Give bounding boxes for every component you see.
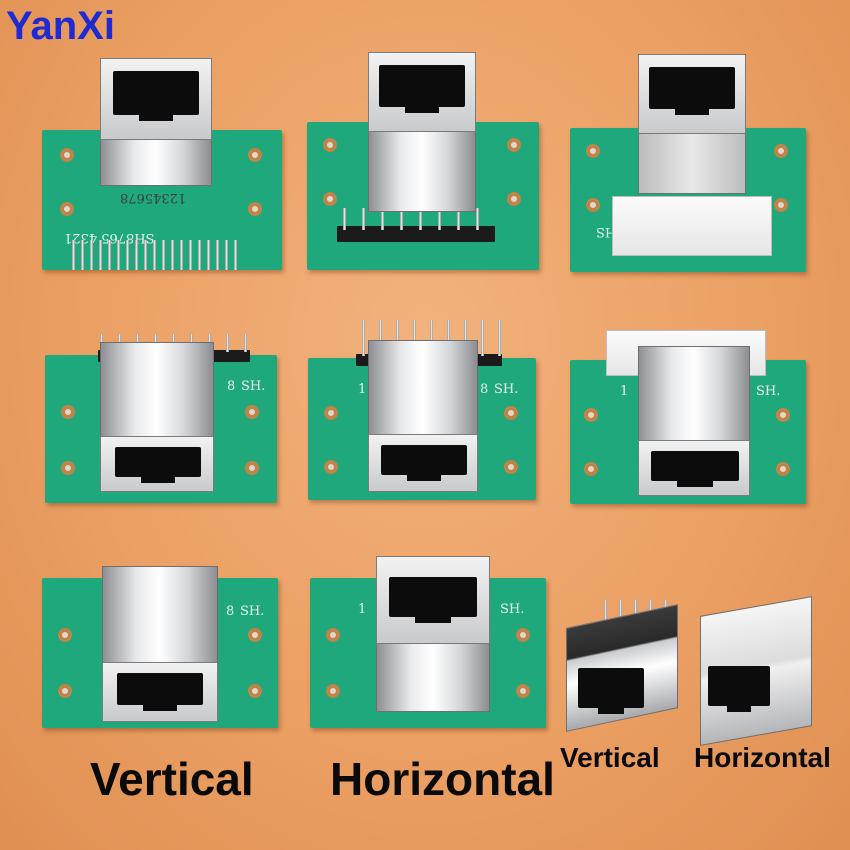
label-horizontal-small: Horizontal bbox=[694, 742, 831, 773]
silk-eight: 8 bbox=[226, 604, 235, 619]
rj45-port bbox=[708, 666, 770, 712]
rj45-jack-face bbox=[102, 662, 218, 722]
rj45-jack-face bbox=[638, 54, 746, 134]
mount-hole bbox=[516, 684, 530, 698]
mount-hole bbox=[61, 461, 75, 475]
rj45-port bbox=[117, 673, 203, 711]
brand-logo: YanXi bbox=[6, 4, 115, 48]
silk-sh: SH. bbox=[756, 384, 781, 399]
mount-hole bbox=[774, 144, 788, 158]
rj45-port bbox=[113, 71, 199, 121]
mount-hole bbox=[586, 198, 600, 212]
label-vertical: Vertical bbox=[90, 753, 254, 805]
mount-hole bbox=[507, 138, 521, 152]
rj45-jack-face bbox=[100, 436, 214, 492]
silk-eight: 8 bbox=[480, 382, 489, 397]
mount-hole bbox=[326, 628, 340, 642]
mount-hole bbox=[248, 628, 262, 642]
mount-hole bbox=[248, 148, 262, 162]
silk-sh: SH. bbox=[500, 602, 525, 617]
mount-hole bbox=[586, 144, 600, 158]
mount-hole bbox=[516, 628, 530, 642]
silk-digits: 12345678 bbox=[120, 190, 187, 205]
mount-hole bbox=[245, 405, 259, 419]
pin-header bbox=[343, 208, 479, 230]
rj45-jack-face bbox=[100, 58, 212, 140]
mount-hole bbox=[507, 192, 521, 206]
rj45-port bbox=[115, 447, 201, 483]
mount-hole bbox=[584, 408, 598, 422]
mount-hole bbox=[248, 684, 262, 698]
silk-eight: 8 bbox=[227, 379, 236, 394]
silk-one: 1 bbox=[358, 602, 367, 617]
rj45-port bbox=[651, 451, 739, 487]
mount-hole bbox=[58, 684, 72, 698]
rj45-jack-face bbox=[368, 434, 478, 492]
mount-hole bbox=[323, 192, 337, 206]
rj45-port bbox=[389, 577, 477, 623]
mount-hole bbox=[584, 462, 598, 476]
silk-sh: SH. bbox=[494, 382, 519, 397]
rj45-jack-face bbox=[368, 52, 476, 132]
pin-header bbox=[72, 240, 237, 270]
mount-hole bbox=[248, 202, 262, 216]
mount-hole bbox=[61, 405, 75, 419]
silk-sh: SH. bbox=[241, 379, 266, 394]
mount-hole bbox=[504, 460, 518, 474]
mount-hole bbox=[326, 684, 340, 698]
mount-hole bbox=[776, 462, 790, 476]
mount-hole bbox=[60, 148, 74, 162]
label-horizontal: Horizontal bbox=[330, 753, 555, 805]
rj45-port bbox=[578, 668, 644, 714]
rj45-jack-face bbox=[376, 556, 490, 644]
mount-hole bbox=[60, 202, 74, 216]
mount-hole bbox=[323, 138, 337, 152]
rj45-port bbox=[379, 65, 465, 113]
mount-hole bbox=[774, 198, 788, 212]
mount-hole bbox=[58, 628, 72, 642]
rj45-jack-face bbox=[638, 440, 750, 496]
mount-hole bbox=[245, 461, 259, 475]
mount-hole bbox=[504, 406, 518, 420]
mount-hole bbox=[324, 460, 338, 474]
mount-hole bbox=[324, 406, 338, 420]
pin-header bbox=[362, 320, 501, 356]
pin-header-base bbox=[337, 226, 495, 242]
label-vertical-small: Vertical bbox=[560, 742, 660, 773]
rj45-port bbox=[649, 67, 735, 115]
silk-sh: SH. bbox=[240, 604, 265, 619]
silk-one: 1 bbox=[620, 384, 629, 399]
white-connector bbox=[612, 196, 772, 256]
mount-hole bbox=[776, 408, 790, 422]
silk-one: 1 bbox=[358, 382, 367, 397]
rj45-port bbox=[381, 445, 467, 481]
